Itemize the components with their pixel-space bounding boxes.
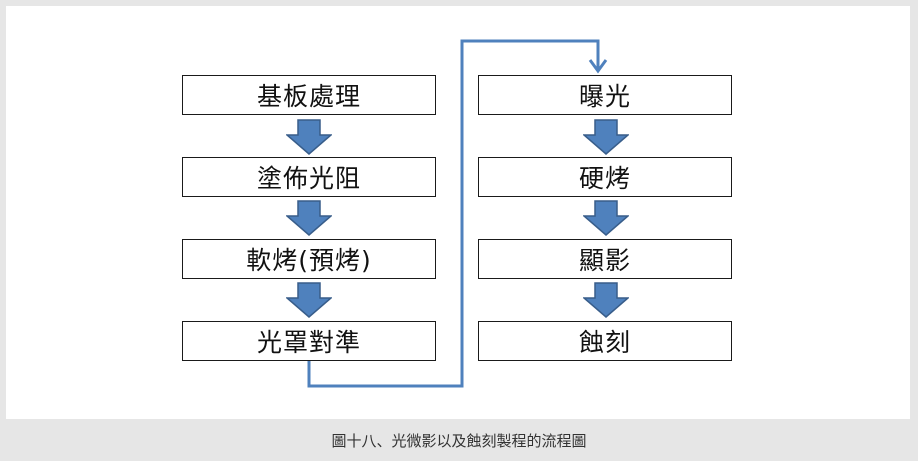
step-box-soft-bake: 軟烤(預烤) <box>182 239 436 279</box>
step-box-substrate-treatment: 基板處理 <box>182 75 436 115</box>
step-label: 軟烤(預烤) <box>246 246 372 275</box>
step-label: 光罩對準 <box>256 328 361 357</box>
down-arrow-icon <box>583 200 629 236</box>
step-box-etching: 蝕刻 <box>478 321 732 361</box>
step-box-mask-alignment: 光罩對準 <box>182 321 436 361</box>
diagram-panel <box>6 6 910 419</box>
step-label: 塗佈光阻 <box>256 164 361 193</box>
step-label: 蝕刻 <box>578 328 631 357</box>
step-box-exposure: 曝光 <box>478 75 732 115</box>
down-arrow-icon <box>583 282 629 318</box>
step-box-development: 顯影 <box>478 239 732 279</box>
step-box-photoresist-coating: 塗佈光阻 <box>182 157 436 197</box>
down-arrow-icon <box>286 282 332 318</box>
down-arrow-icon <box>583 119 629 155</box>
step-label: 基板處理 <box>256 82 361 111</box>
step-label: 顯影 <box>578 246 631 275</box>
down-arrow-icon <box>286 200 332 236</box>
down-arrow-icon <box>286 119 332 155</box>
step-label: 曝光 <box>578 82 631 111</box>
step-label: 硬烤 <box>578 164 631 193</box>
step-box-hard-bake: 硬烤 <box>478 157 732 197</box>
figure-caption: 圖十八、光微影以及蝕刻製程的流程圖 <box>331 432 587 450</box>
